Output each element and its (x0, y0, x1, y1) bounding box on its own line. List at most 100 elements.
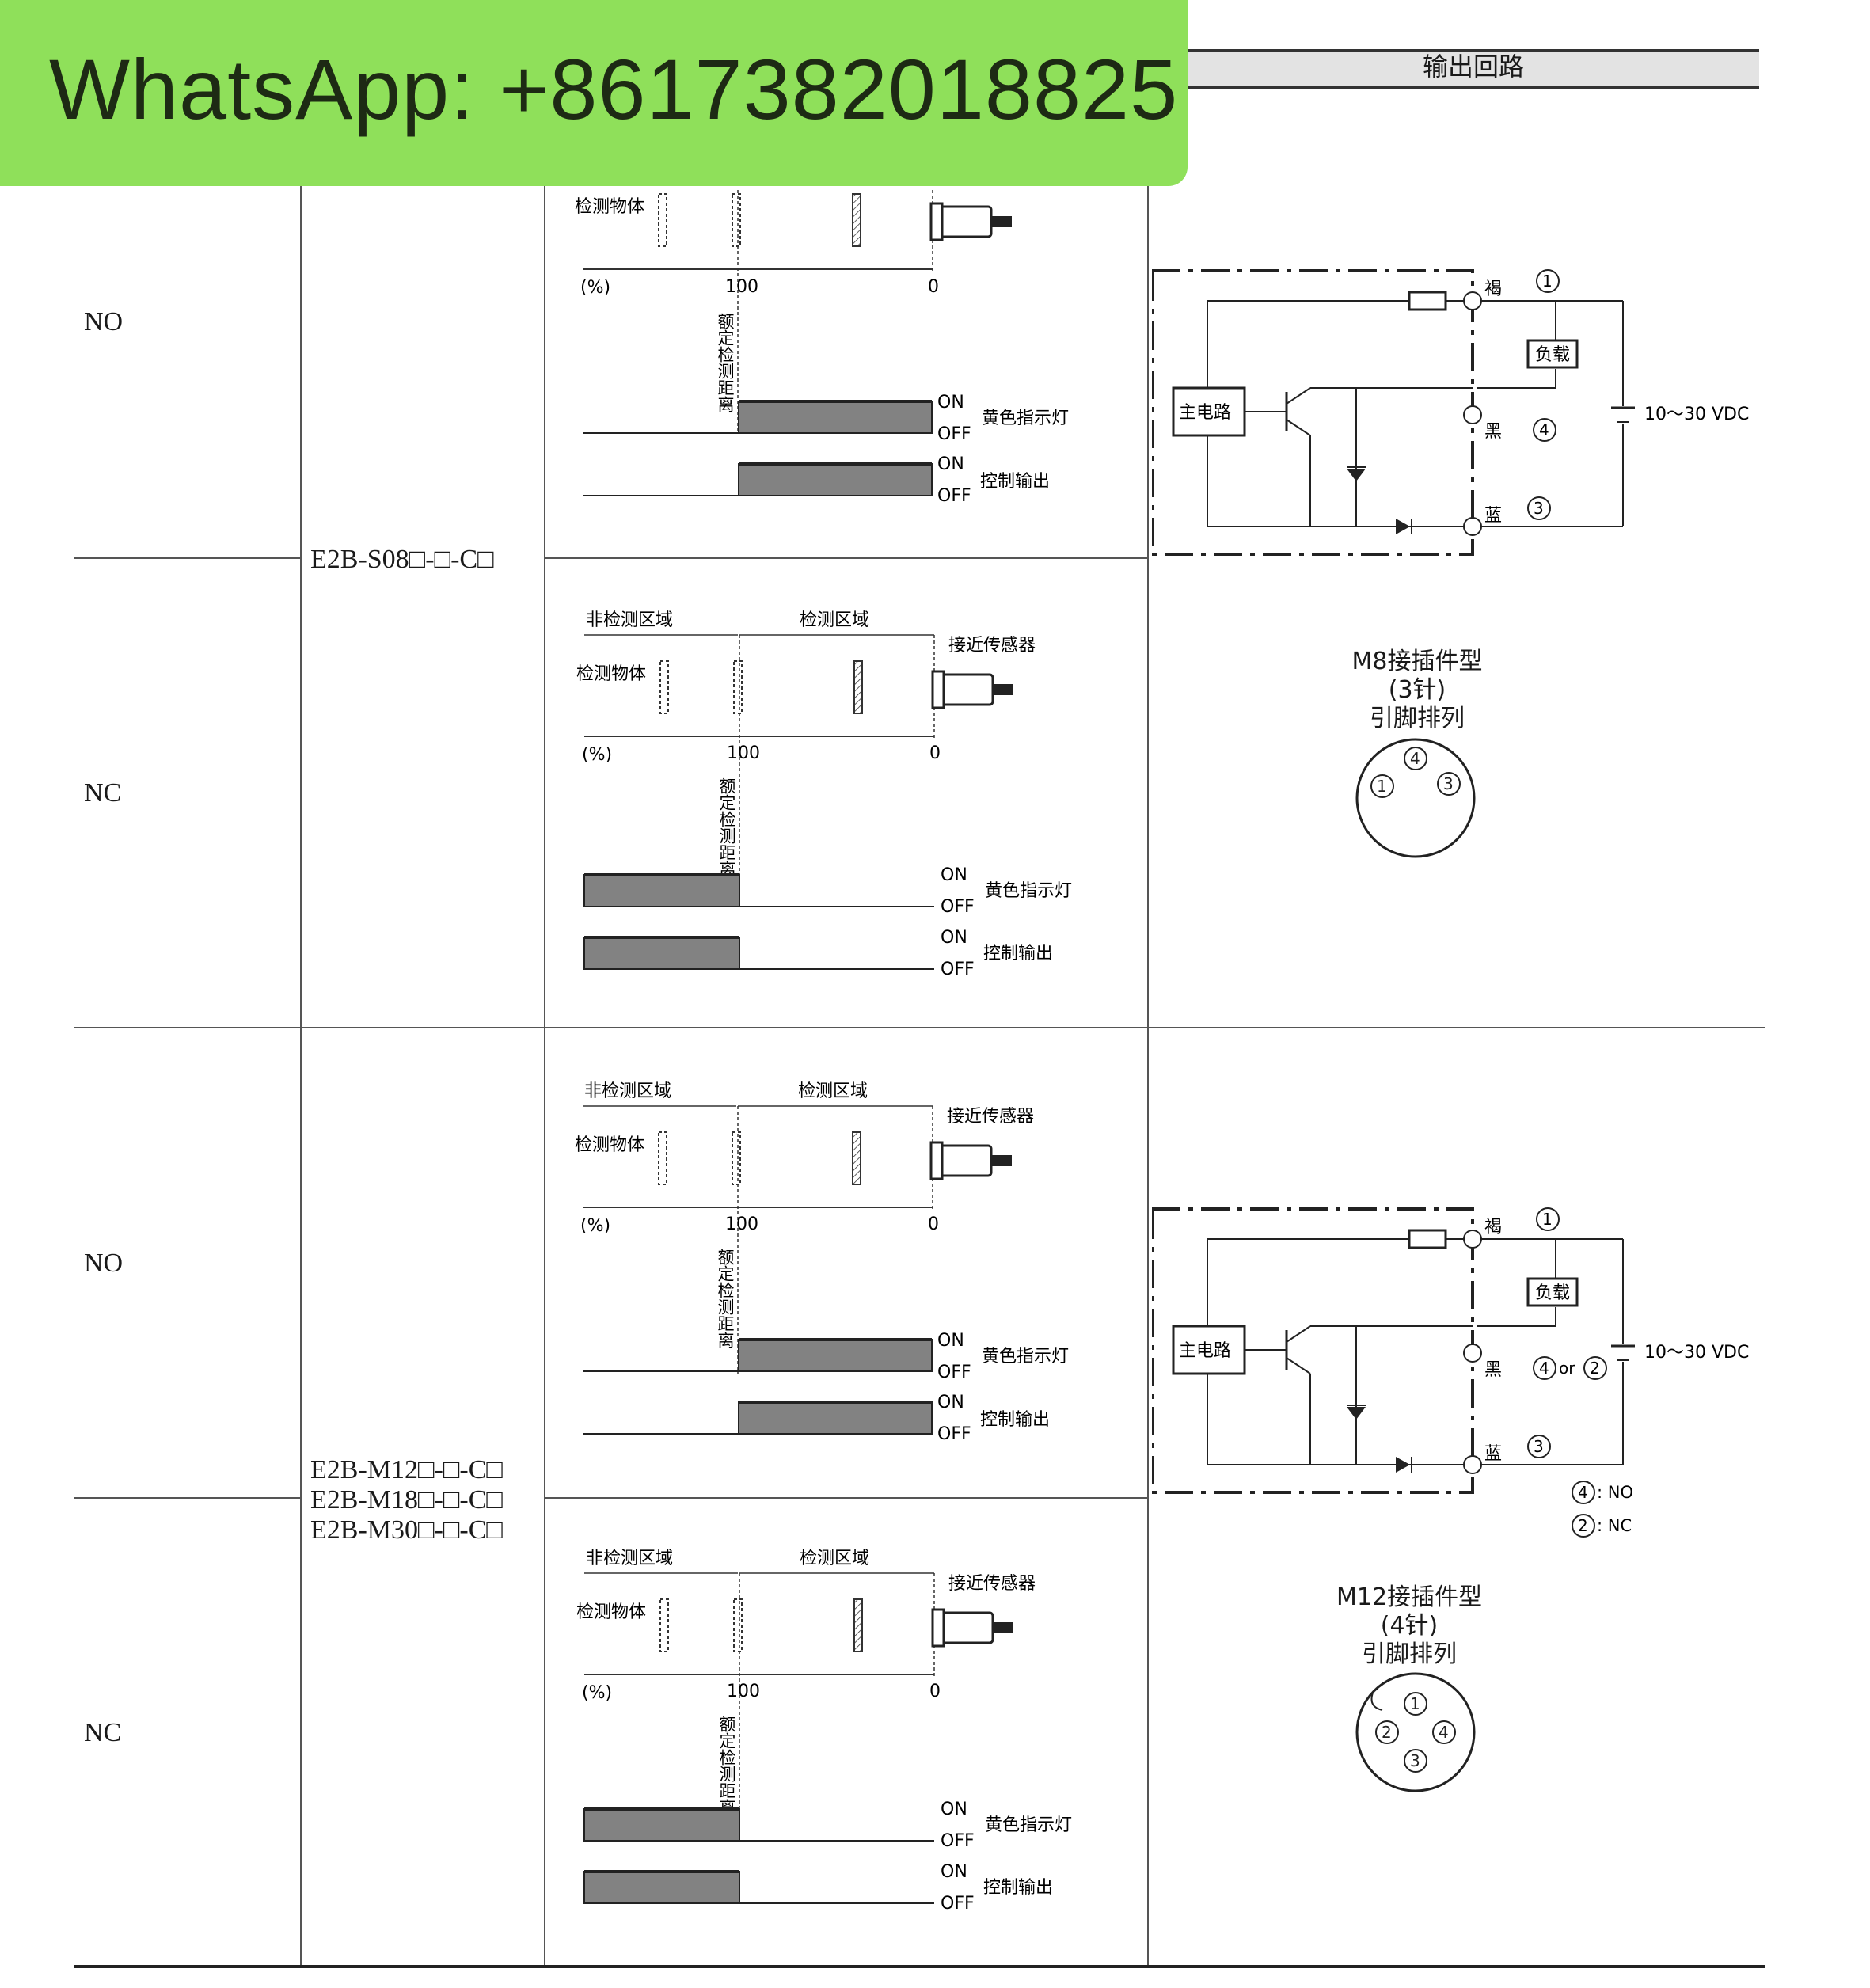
object-near (853, 1598, 863, 1652)
hundred-label: 100 (725, 277, 758, 297)
indicator-off: OFF (937, 1363, 971, 1382)
rated-distance-label: 额定检测距离 (716, 313, 735, 412)
svg-text:1: 1 (1377, 777, 1387, 796)
blue-label: 蓝 (1484, 506, 1502, 526)
indicator-on-bar (583, 874, 740, 907)
row2-mode: NC (84, 778, 122, 808)
output-on: ON (937, 454, 964, 474)
detect-zone: 检测区域 (798, 1081, 868, 1101)
black-label: 黑 (1484, 1360, 1502, 1380)
main-circuit-label: 主电路 (1179, 1341, 1231, 1361)
output-on-bar (738, 1401, 933, 1435)
object-label: 检测物体 (575, 1135, 644, 1155)
rated-distance-label: 额定检测距离 (716, 1249, 735, 1348)
m12-pinout-icon: 1 2 4 3 (1355, 1672, 1476, 1792)
object-far (659, 1598, 669, 1652)
sensor-icon (929, 1141, 1012, 1180)
indicator-on-bar (583, 1808, 740, 1842)
svg-text:3: 3 (1443, 774, 1454, 793)
diode-icon (1396, 519, 1410, 534)
row1-mode: NO (84, 307, 124, 336)
pin-markers: 1 4 3 (1527, 269, 1560, 520)
object-label: 检测物体 (576, 1602, 646, 1622)
m8-caption: M8接插件型 (3针) 引脚排列 (1298, 648, 1536, 733)
output-circuit-1: 主电路 负载 褐 黑 蓝 1 4 3 10～30 VDC (1152, 269, 1749, 556)
terminal-icon (1463, 291, 1482, 310)
terminal-icon (1463, 405, 1482, 424)
svg-text:4: 4 (1578, 1483, 1588, 1502)
svg-text:3: 3 (1534, 499, 1544, 518)
sensor-icon (931, 1608, 1013, 1648)
indicator-on: ON (941, 1800, 967, 1819)
svg-text:1: 1 (1410, 1694, 1420, 1713)
output-on-bar (583, 1871, 740, 1904)
load-label: 负载 (1535, 345, 1570, 365)
indicator-on-bar (738, 401, 933, 434)
row4-mode: NC (84, 1718, 122, 1747)
terminal-icon (1463, 517, 1482, 536)
object-near (853, 660, 863, 714)
whatsapp-banner-text: WhatsApp: +8617382018825 (49, 41, 1179, 137)
svg-text:2: 2 (1578, 1516, 1588, 1535)
row3-mode: NO (84, 1249, 124, 1278)
m12-pins: (4针) (1380, 1612, 1439, 1640)
object-far (659, 660, 669, 714)
blue-label: 蓝 (1484, 1444, 1502, 1464)
output-off: OFF (937, 1424, 971, 1444)
output-on-bar (738, 463, 933, 496)
output-on: ON (941, 928, 967, 948)
output-label: 控制输出 (983, 1878, 1053, 1898)
output-off: OFF (941, 960, 975, 979)
svg-text:1: 1 (1542, 1210, 1553, 1229)
timing-frame (583, 190, 933, 431)
hundred-label: 100 (727, 1682, 760, 1701)
supply-label: 10～30 VDC (1644, 405, 1749, 424)
indicator-on: ON (937, 1331, 964, 1351)
output-on: ON (937, 1393, 964, 1412)
detect-zone: 检测区域 (800, 610, 869, 630)
legend-nc: : NC (1597, 1516, 1632, 1535)
output-label: 控制输出 (980, 1410, 1050, 1430)
indicator-on-bar (738, 1339, 933, 1372)
terminal-icon (1463, 1455, 1482, 1474)
object-label: 检测物体 (575, 197, 644, 217)
zero-label: 0 (929, 743, 941, 763)
output-circuit-2: 主电路 负载 褐 黑 蓝 1 4 2 3 4 2 or : NO : NC 10… (1152, 1207, 1749, 1538)
model-m30: E2B-M30□-□-C□ (310, 1515, 503, 1545)
svg-text:2: 2 (1590, 1359, 1600, 1378)
zero-label: 0 (928, 277, 939, 297)
object-mid (733, 660, 743, 714)
output-on-bar (583, 937, 740, 970)
legend-no: : NO (1597, 1483, 1633, 1502)
header-bar (1188, 49, 1759, 89)
object-mid (732, 193, 741, 247)
brown-label: 褐 (1484, 279, 1502, 299)
svg-text:2: 2 (1382, 1723, 1392, 1742)
timing-chart-1: 检测物体 (%) 100 0 额定检测距离 ON OFF 黄色指示灯 ON OF… (575, 190, 1069, 506)
rated-distance-label: 额定检测距离 (717, 777, 736, 877)
rated-distance-label: 额定检测距离 (717, 1716, 736, 1815)
brown-label: 褐 (1484, 1218, 1502, 1237)
indicator-on: ON (937, 393, 964, 412)
percent-label: (%) (582, 745, 612, 765)
output-label: 控制输出 (983, 944, 1053, 964)
whatsapp-banner (0, 0, 1188, 186)
output-off: OFF (941, 1894, 975, 1914)
m12-title: M12接插件型 (1336, 1583, 1483, 1611)
sensor-icon (929, 202, 1012, 241)
diode-icon (1347, 469, 1366, 481)
svg-text:4: 4 (1539, 420, 1549, 439)
timing-chart-3: 非检测区域 检测区域 接近传感器 检测物体 (%) 100 0 额定检测距离 O… (575, 1081, 1069, 1444)
terminal-icon (1463, 1344, 1482, 1363)
timing-chart-2: 非检测区域 检测区域 接近传感器 检测物体 (%) 100 0 额定检测距离 O… (576, 610, 1072, 979)
timing-chart-4: 非检测区域 检测区域 接近传感器 检测物体 (%) 100 0 额定检测距离 O… (576, 1549, 1072, 1914)
sensor-icon (931, 670, 1013, 709)
pin-markers: 1 4 2 3 4 2 (1527, 1207, 1607, 1538)
indicator-off: OFF (937, 424, 971, 444)
indicator-off: OFF (941, 1831, 975, 1851)
zero-label: 0 (928, 1214, 939, 1234)
svg-text:3: 3 (1410, 1751, 1420, 1770)
output-on: ON (941, 1862, 967, 1882)
hundred-label: 100 (727, 743, 760, 763)
svg-text:3: 3 (1534, 1437, 1544, 1456)
